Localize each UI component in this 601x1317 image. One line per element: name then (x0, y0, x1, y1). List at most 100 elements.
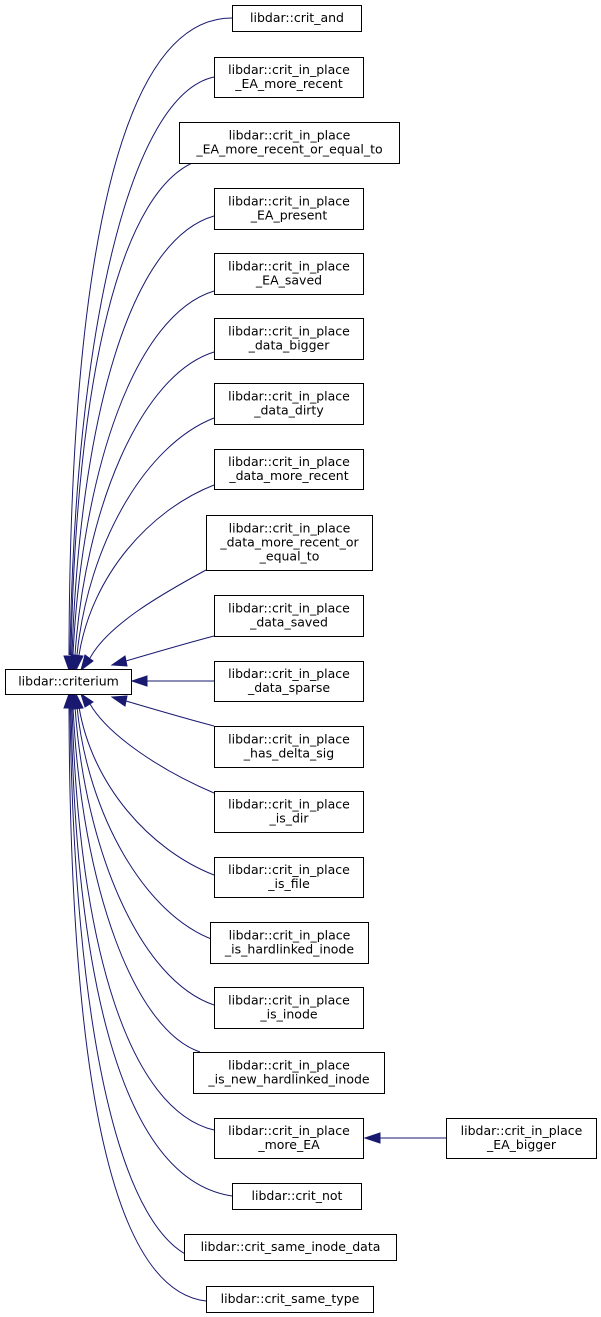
inheritance-edge-crit-in-place-is-dir (80, 692, 215, 794)
edge-line (74, 706, 215, 1006)
node-label-line: libdar::crit_in_place (229, 521, 351, 536)
edge-line (72, 290, 215, 656)
class-node-crit-in-place-EA-saved[interactable]: libdar::crit_in_place_EA_saved (214, 253, 364, 295)
node-label-line: libdar::crit_in_place (228, 62, 350, 77)
edge-arrowhead (63, 692, 75, 709)
node-label-line: _is_new_hardlinked_inode (207, 1072, 370, 1087)
edge-arrowhead (130, 675, 148, 687)
node-box (193, 1052, 385, 1094)
edge-line (69, 706, 201, 1261)
inheritance-edge-crit-and (63, 17, 233, 672)
edge-line (125, 635, 215, 662)
node-label-line: libdar::crit_not (252, 1188, 343, 1203)
node-box (214, 383, 364, 425)
class-node-crit-and[interactable]: libdar::crit_and (232, 5, 362, 32)
class-node-crit-in-place-has-delta-sig[interactable]: libdar::crit_in_place_has_delta_sig (214, 726, 364, 768)
class-node-crit-in-place-EA-present[interactable]: libdar::crit_in_place_EA_present (214, 188, 364, 230)
node-label-line: libdar::crit_in_place (228, 324, 350, 339)
class-node-crit-in-place-data-sparse[interactable]: libdar::crit_in_place_data_sparse (214, 661, 364, 702)
node-label-line: libdar::crit_in_place (228, 389, 350, 404)
node-label-line: libdar::crit_in_place (228, 797, 350, 812)
edge-line (125, 700, 215, 727)
edge-line (70, 706, 233, 1197)
edge-line (89, 703, 215, 794)
node-box (214, 253, 364, 295)
class-node-crit-same-inode-data[interactable]: libdar::crit_same_inode_data (184, 1234, 397, 1261)
node-label-line: _is_dir (268, 811, 309, 826)
edge-line (69, 76, 215, 656)
node-label-line: libdar::crit_and (250, 10, 344, 25)
node-label-line: libdar::crit_in_place (228, 259, 350, 274)
class-node-criterium[interactable]: libdar::criterium (5, 669, 132, 695)
node-box (210, 922, 369, 964)
node-label-line: libdar::criterium (18, 674, 119, 689)
class-node-crit-in-place-is-file[interactable]: libdar::crit_in_place_is_file (214, 857, 364, 898)
node-label-line: libdar::crit_in_place (228, 666, 350, 681)
node-label-line: libdar::crit_in_place (228, 1123, 350, 1138)
node-box (179, 122, 400, 164)
node-label-line: libdar::crit_same_inode_data (201, 1239, 381, 1254)
node-box (214, 318, 364, 360)
class-node-crit-not[interactable]: libdar::crit_not (232, 1183, 362, 1210)
node-box (214, 188, 364, 230)
class-node-crit-in-place-EA-bigger[interactable]: libdar::crit_in_place_EA_bigger (446, 1118, 597, 1159)
node-label-line: libdar::crit_in_place (461, 1123, 583, 1138)
class-node-crit-in-place-more-EA[interactable]: libdar::crit_in_place_more_EA (214, 1118, 364, 1159)
edge-line (89, 569, 207, 659)
inheritance-edge-crit-in-place-EA-bigger (363, 1132, 446, 1144)
node-label-line: _data_saved (249, 615, 328, 630)
class-node-crit-in-place-data-saved[interactable]: libdar::crit_in_place_data_saved (214, 595, 364, 637)
node-label-line: _EA_saved (255, 273, 322, 288)
node-label-line: _equal_to (259, 549, 320, 564)
class-node-crit-same-type[interactable]: libdar::crit_same_type (206, 1286, 374, 1313)
inheritance-edge-crit-in-place-is-inode (68, 692, 215, 1006)
node-label-line: _more_EA (257, 1137, 320, 1152)
inheritance-edge-crit-in-place-data-sparse (130, 675, 215, 687)
edge-line (71, 706, 215, 1131)
class-node-crit-in-place-data-more-recent[interactable]: libdar::crit_in_place_data_more_recent (214, 449, 364, 490)
edge-arrowhead (72, 654, 84, 672)
node-label-line: _EA_more_recent_or_equal_to (195, 142, 382, 157)
edge-line (68, 706, 207, 1302)
class-node-crit-in-place-EA-more-recent-or-equal-to[interactable]: libdar::crit_in_place_EA_more_recent_or_… (179, 122, 400, 164)
edge-line (78, 484, 215, 656)
inheritance-edge-crit-in-place-data-saved (110, 635, 215, 667)
node-box (214, 57, 364, 98)
node-label-line: libdar::crit_in_place (228, 194, 350, 209)
node-label-line: _data_more_recent (228, 468, 348, 483)
inheritance-edge-crit-in-place-EA-more-recent-or-equal-to (65, 159, 201, 672)
edge-line (71, 215, 215, 656)
node-label-line: _data_more_recent_or (219, 535, 359, 550)
class-node-crit-in-place-is-hardlinked-inode[interactable]: libdar::crit_in_place_is_hardlinked_inod… (210, 922, 369, 964)
node-box (214, 857, 364, 898)
class-node-crit-in-place-data-bigger[interactable]: libdar::crit_in_place_data_bigger (214, 318, 364, 360)
node-box (214, 987, 364, 1029)
node-box (214, 726, 364, 768)
class-node-crit-in-place-is-new-hardlinked-inode[interactable]: libdar::crit_in_place_is_new_hardlinked_… (193, 1052, 385, 1094)
edge-arrowhead (110, 655, 128, 667)
node-label-line: libdar::crit_in_place (229, 128, 351, 143)
node-box (214, 661, 364, 702)
edge-line (76, 706, 215, 941)
edge-line (70, 159, 201, 656)
node-label-line: _data_bigger (248, 338, 331, 353)
inheritance-edge-crit-same-type (63, 692, 207, 1302)
class-node-crit-in-place-EA-more-recent[interactable]: libdar::crit_in_place_EA_more_recent (214, 57, 364, 98)
edges-layer (63, 17, 446, 1302)
class-node-crit-in-place-data-more-recent-or-equal-to[interactable]: libdar::crit_in_place_data_more_recent_o… (206, 515, 373, 571)
class-node-crit-in-place-data-dirty[interactable]: libdar::crit_in_place_data_dirty (214, 383, 364, 425)
node-label-line: _data_dirty (253, 403, 324, 418)
node-box (214, 449, 364, 490)
node-box (214, 1118, 364, 1159)
edge-line (68, 17, 233, 656)
class-node-crit-in-place-is-dir[interactable]: libdar::crit_in_place_is_dir (214, 791, 364, 833)
node-box (206, 515, 373, 571)
edge-arrowhead (363, 1132, 381, 1144)
node-label-line: libdar::crit_in_place (229, 928, 351, 943)
node-label-line: libdar::crit_in_place (228, 601, 350, 616)
class-node-crit-in-place-is-inode[interactable]: libdar::crit_in_place_is_inode (214, 987, 364, 1029)
edge-arrowhead (110, 695, 128, 707)
inheritance-edge-crit-in-place-data-more-recent (72, 484, 215, 672)
node-box (446, 1118, 597, 1159)
node-label-line: _is_file (267, 876, 310, 891)
